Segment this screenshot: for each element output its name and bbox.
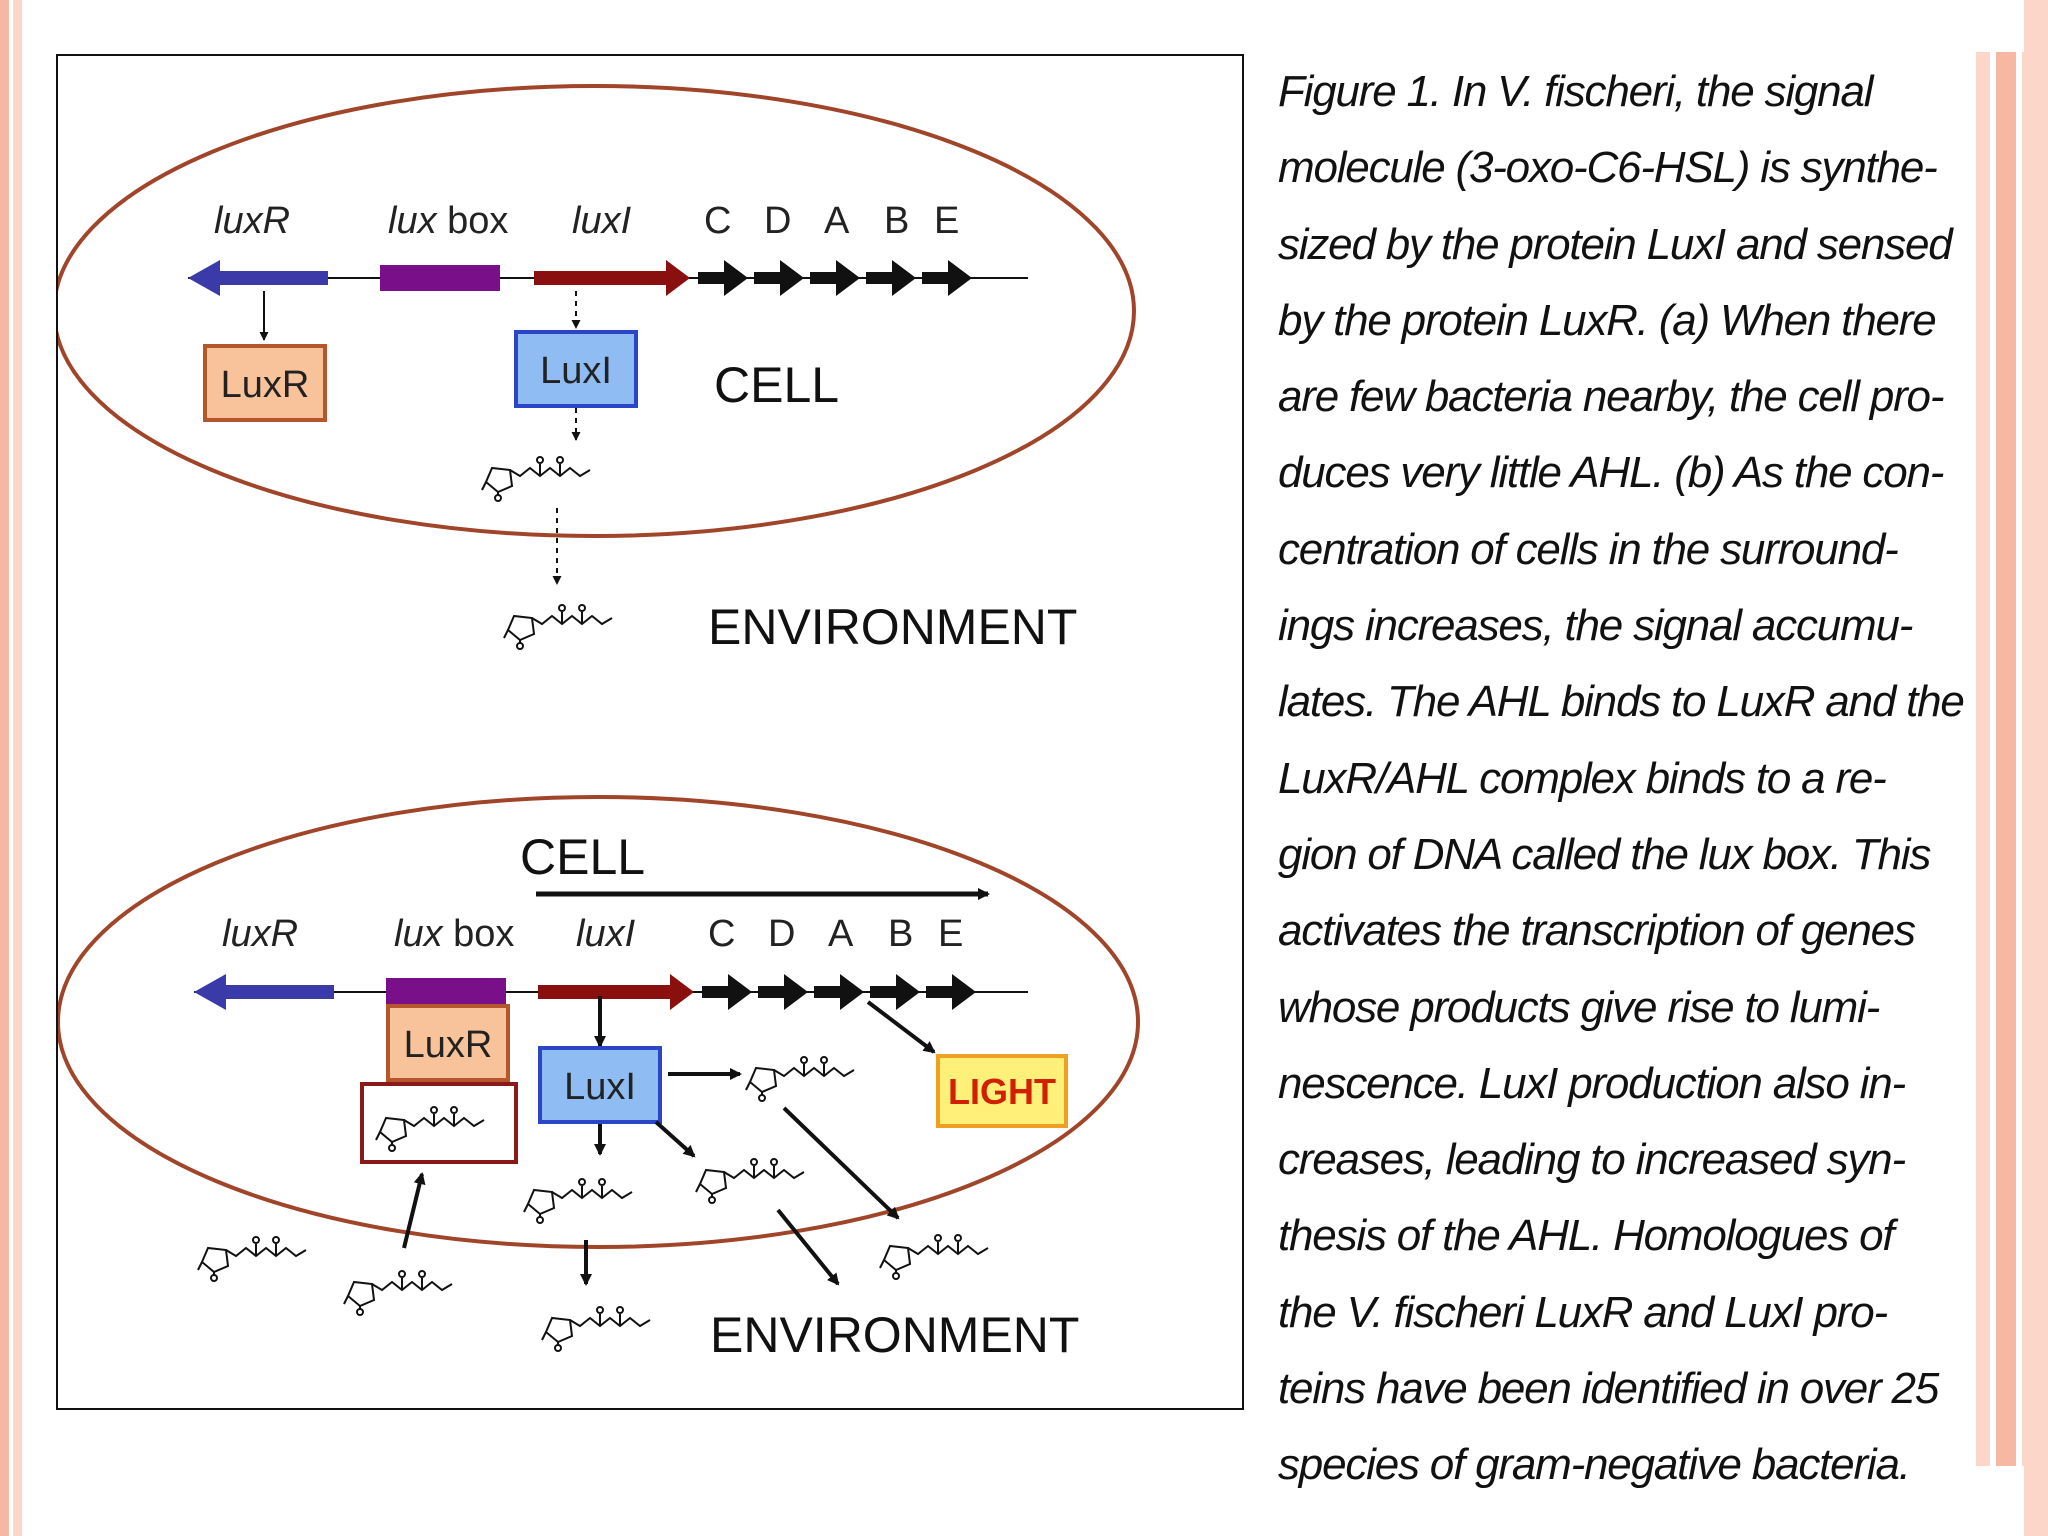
operon-letter-a-a: A (824, 200, 850, 242)
luxr-protein-box-b (386, 1004, 510, 1082)
operon-letter-d-a: D (764, 200, 791, 242)
diagram-canvas: luxR lux box luxI C D A B E LuxR LuxI CE… (58, 84, 1140, 1363)
operon-letter-b-a: B (884, 200, 909, 242)
caption-line: sized by the protein LuxI and sensed (1278, 219, 1953, 269)
operon-letter-d-b: D (768, 913, 795, 955)
caption-line: species of gram-negative bacteria. (1278, 1440, 1911, 1490)
operon-letter-e-a: E (934, 200, 959, 242)
operon-letter-a-b: A (828, 913, 854, 955)
light-box (936, 1054, 1068, 1128)
caption-line: are few bacteria nearby, the cell pro- (1278, 372, 1944, 422)
light-label: LIGHT (948, 1071, 1056, 1112)
luxi-protein-box-a (514, 330, 638, 408)
lux-box-b (386, 978, 506, 1004)
arrow-light-production (866, 1000, 936, 1054)
luxi-gene-arrow-b (538, 974, 694, 1010)
operon-arrows-a (698, 260, 972, 296)
luxr-protein-box-a (203, 344, 327, 422)
caption-line: creases, leading to increased syn- (1278, 1135, 1906, 1185)
caption-line: whose products give rise to lumi- (1278, 982, 1880, 1032)
slide-border-right (1964, 0, 2048, 1536)
caption-line: by the protein LuxR. (a) When there (1278, 295, 1937, 345)
cell-membrane-a (58, 84, 1136, 538)
caption-line: lates. The AHL binds to LuxR and the (1278, 677, 1965, 727)
operon-arrows-b (702, 974, 976, 1010)
cell-label-a: CELL (714, 357, 839, 413)
operon-letter-c-a: C (704, 200, 731, 242)
arrow-ahl-in (402, 1172, 426, 1249)
gene-label-lux-a: lux box (388, 200, 508, 242)
caption-line: gion of DNA called the lux box. This (1278, 829, 1931, 879)
operon-letter-e-b: E (938, 913, 963, 955)
arrow-ahl-out-right (782, 1106, 900, 1220)
luxi-gene-arrow-a (534, 260, 690, 296)
caption-line: Figure 1. In V. fischeri, the signal (1278, 67, 1873, 116)
caption-line: molecule (3-oxo-C6-HSL) is synthe- (1278, 143, 1938, 193)
cell-membrane-b (58, 795, 1140, 1249)
quorum-sensing-diagram: luxR lux box luxI C D A B E LuxR LuxI CE… (56, 54, 1244, 1410)
ahl-molecule-inside-b2 (523, 1178, 633, 1224)
slide-border-left (0, 0, 22, 1536)
luxr-protein-label-a: LuxR (221, 364, 310, 406)
luxr-gene-arrow-a (188, 260, 328, 296)
ahl-molecule-environment-a (503, 604, 613, 650)
gene-label-luxi-a: luxI (572, 200, 632, 242)
caption-line: thesis of the AHL. Homologues of (1278, 1211, 1895, 1261)
luxr-gene-arrow-b (194, 974, 334, 1010)
ahl-molecule-environment-b1 (879, 1234, 989, 1280)
luxi-protein-box-b (538, 1046, 662, 1124)
ahl-molecule-environment-b4 (343, 1270, 453, 1316)
gene-label-luxr-b: luxR (222, 913, 298, 955)
operon-letter-b-b: B (888, 913, 913, 955)
ahl-molecule-inside-a (481, 456, 591, 502)
caption-line: duces very little AHL. (b) As the con- (1278, 448, 1944, 498)
slide-border-mask-top (1964, 0, 2024, 52)
lux-box-a (380, 265, 500, 291)
caption-line: nescence. LuxI production also in- (1278, 1058, 1906, 1108)
environment-label-b: ENVIRONMENT (710, 1307, 1079, 1363)
arrow-ahl-out-diagonal (776, 1208, 840, 1286)
slide-border-mask-bottom (1964, 1466, 2024, 1536)
caption-line: the V. fischeri LuxR and LuxI pro- (1278, 1287, 1888, 1337)
caption-line: LuxR/AHL complex binds to a re- (1278, 753, 1887, 803)
ahl-molecule-inside-b3 (695, 1158, 805, 1204)
cell-label-b: CELL (520, 829, 645, 885)
gene-label-luxr-a: luxR (214, 200, 290, 242)
gene-label-lux-b: lux box (394, 913, 514, 955)
caption-line: ings increases, the signal accumu- (1278, 601, 1913, 651)
caption-line: teins have been identified in over 25 (1278, 1364, 1939, 1414)
ahl-molecule-environment-b2 (541, 1306, 651, 1352)
ahl-molecule-inside-b1 (745, 1056, 855, 1102)
gene-label-luxi-b: luxI (576, 913, 636, 955)
operon-letters-b: C D A B E (708, 913, 963, 955)
operon-letter-c-b: C (708, 913, 735, 955)
environment-label-a: ENVIRONMENT (708, 599, 1077, 655)
operon-letters-a: C D A B E (704, 200, 959, 242)
arrow-ahl-synthesis-diagonal (654, 1120, 696, 1158)
luxi-protein-label-b: LuxI (564, 1066, 636, 1108)
caption-line: centration of cells in the surround- (1278, 524, 1899, 574)
luxr-protein-label-b: LuxR (404, 1024, 493, 1066)
caption-line: activates the transcription of genes (1278, 906, 1916, 956)
luxi-protein-label-a: LuxI (540, 350, 612, 392)
ahl-molecule-environment-b3 (197, 1236, 307, 1282)
figure-caption: Figure 1. In V. fischeri, the signal mol… (1278, 54, 1984, 1504)
